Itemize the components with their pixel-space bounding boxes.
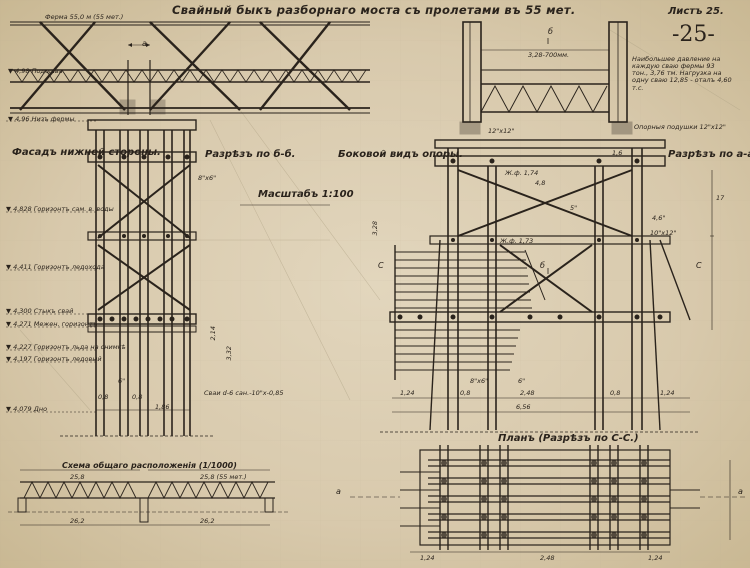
level-mark-ice: ▼ 4,411 Горизонтъ ледохода xyxy=(6,263,105,271)
scheme-heading: Схема общаго расположенія (1/1000) xyxy=(62,461,237,470)
level-leaders xyxy=(6,120,96,413)
side-view-heading: Боковой видъ опоры. xyxy=(338,149,463,160)
letter-a-left: а xyxy=(336,487,341,496)
dim-12x12: 12"x12" xyxy=(488,127,515,135)
letter-b-top: б xyxy=(548,27,553,36)
section-bb-heading: Разрѣзъ по б-б. xyxy=(205,149,296,160)
sheet-title: Свайный быкъ разборнаго моста съ пролета… xyxy=(172,3,576,17)
plan-heading: Планъ (Разрѣзъ по С-С.) xyxy=(498,433,639,444)
dim-plan-1-24: 1,24 xyxy=(420,554,435,562)
level-mark-truss: ▼ 4,96 Низъ фермы xyxy=(8,115,75,123)
dim-328-700: 3,28-700мм. xyxy=(528,51,570,59)
dim-3-32: 3,32 xyxy=(224,346,233,361)
general-scheme xyxy=(8,469,290,526)
plan-section xyxy=(350,445,745,553)
dim-6in-left: 6" xyxy=(118,377,126,385)
zh-f-174: Ж.ф. 1,74 xyxy=(505,169,539,177)
dim-truss: Ферма 55,0 м (55 мет.) xyxy=(45,13,124,21)
dim-2-48: 2,48 xyxy=(520,389,535,397)
letter-a-top: а xyxy=(142,39,147,48)
level-mark-top: ▼ 4,98 Подошва xyxy=(8,67,63,75)
dim-4-8: 4,8 xyxy=(535,179,546,187)
scale-label: Масштабъ 1:100 xyxy=(258,189,354,200)
dim-17: 17 xyxy=(716,194,725,202)
section-aa-heading: Разрѣзъ по а-а. xyxy=(668,149,750,160)
letter-c-right: С xyxy=(696,261,702,270)
zh-f-173: Ж.ф. 1,73 xyxy=(500,237,534,245)
dim-1-6: 1,6 xyxy=(612,149,623,157)
dim-6-56: 6,56 xyxy=(516,403,531,411)
dim-plan-2-48: 2,48 xyxy=(540,554,555,562)
dim-3-28-vert: 3,28 xyxy=(370,221,379,236)
truss-end-view xyxy=(459,21,633,135)
dim-26-2-left: 26,2 xyxy=(70,517,85,525)
level-mark-joint: ▼ 4,300 Стыкъ свай xyxy=(6,307,74,315)
side-view-pier xyxy=(380,139,714,433)
dim-25-8-55: 25,8 (55 мет.) xyxy=(200,473,247,481)
facade-pier xyxy=(60,119,215,437)
dim-8in-left: 8"x6" xyxy=(198,174,217,182)
page-number: -25- xyxy=(672,22,715,47)
letter-c-left: С xyxy=(378,261,384,270)
top-truss-elevation xyxy=(10,21,370,115)
letter-b-mid: б xyxy=(540,261,545,270)
dim-6in-right: 6" xyxy=(518,377,526,385)
dim-1-86: 1,86 xyxy=(155,403,170,411)
dim-1-24-left: 1,24 xyxy=(400,389,415,397)
level-mark-low: ▼ 4,271 Межен. горизонтъ xyxy=(6,320,98,328)
dim-0-8-right: 0,8 xyxy=(610,389,621,397)
sheet-number-label: Листъ 25. xyxy=(668,6,724,17)
level-mark-bed: ▼ 4,079 Дно xyxy=(6,405,48,413)
pile-note: Сваи d-6 сан.-10"х-0,85 xyxy=(204,389,284,397)
dim-8x6: 8"x6" xyxy=(470,377,489,385)
ice-breaker xyxy=(394,245,546,380)
load-note: Наибольшее давление на каждую сваю фермы… xyxy=(632,55,732,92)
dim-5in: 5" xyxy=(570,204,578,212)
letter-a-right: а xyxy=(738,487,743,496)
dim-0-8-facade-2: 0,8 xyxy=(132,393,143,401)
facade-heading: Фасадъ нижней стороны. xyxy=(12,147,161,158)
level-mark-ice3: ▼ 4,197 Горизонтъ ледовый xyxy=(6,355,102,363)
dim-26-2-right: 26,2 xyxy=(200,517,215,525)
dim-10x12: 10"x12" xyxy=(650,229,677,237)
dim-1-24-right: 1,24 xyxy=(660,389,675,397)
level-mark-ice2: ▼ 4,227 Горизонтъ льда на снимкѣ xyxy=(6,343,126,351)
bearing-pad-note: Опорныя подушки 12"х12" xyxy=(634,123,726,131)
dim-0-8-left: 0,8 xyxy=(460,389,471,397)
level-mark-hw: ▼ 4,828 Горизонтъ сам. в. воды xyxy=(6,205,114,213)
dim-plan-1-24-r: 1,24 xyxy=(648,554,663,562)
dim-0-8-facade: 0,8 xyxy=(98,393,109,401)
dim-25-8: 25,8 xyxy=(70,473,85,481)
dim-4-6in: 4,6" xyxy=(652,214,666,222)
dim-2-14: 2,14 xyxy=(208,326,217,341)
